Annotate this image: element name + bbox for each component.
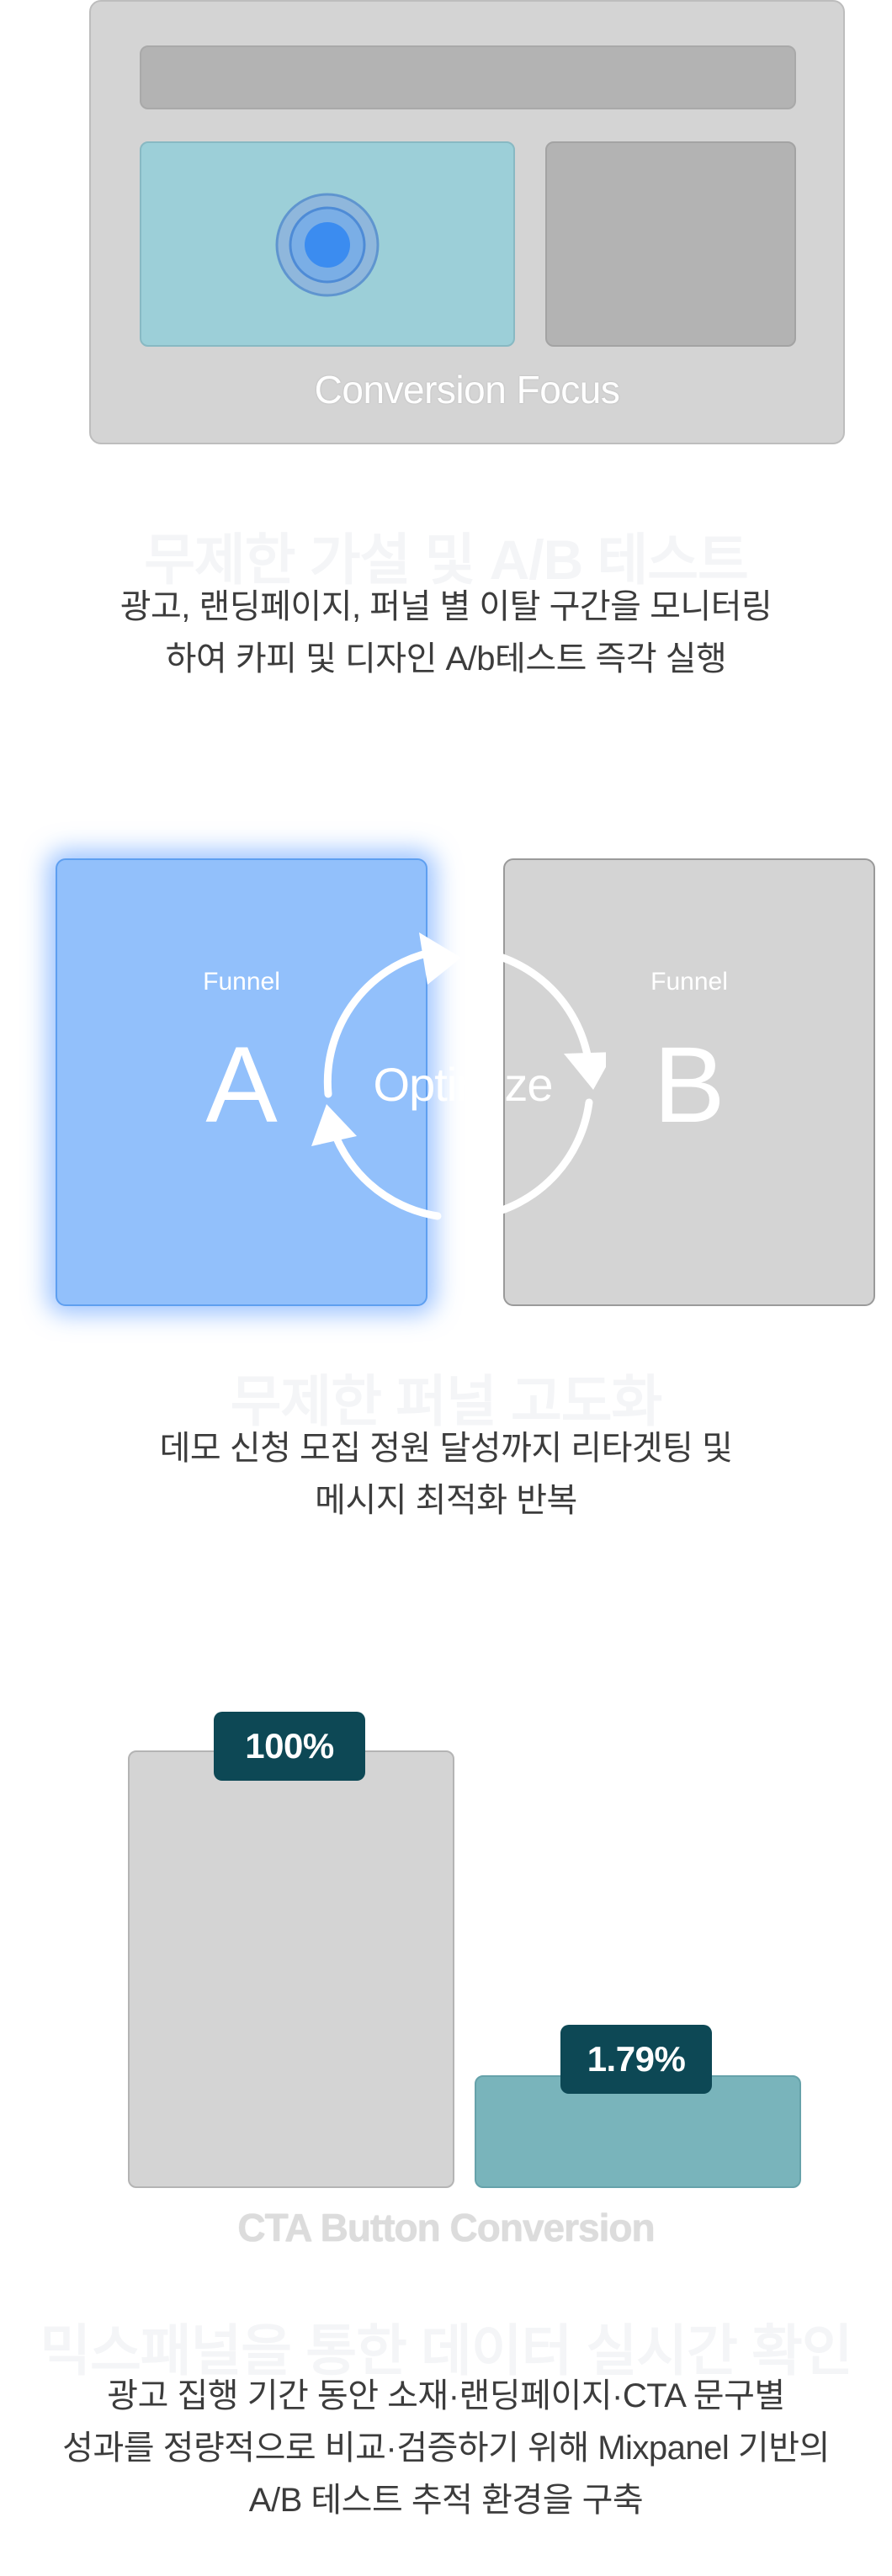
focus-target-icon	[275, 193, 380, 297]
badge-cta-percent: 1.79%	[560, 2025, 712, 2094]
funnel-b-letter: B	[653, 1025, 725, 1145]
wireframe-side-block	[545, 141, 796, 347]
funnel-a-card	[56, 858, 427, 1306]
section-desc-line: 광고 집행 기간 동안 소재·랜딩페이지·CTA 문구별	[107, 2377, 785, 2414]
section-heading-funnel: 무제한 퍼널 고도화	[230, 1370, 662, 1432]
badge-100-percent: 100%	[214, 1712, 365, 1781]
section-desc-line: 하여 카피 및 디자인 A/b테스트 즉각 실행	[165, 640, 727, 677]
conversion-bar-cta	[475, 2075, 801, 2188]
conversion-bar-baseline	[128, 1750, 454, 2188]
section-heading-ab-test: 무제한 가설 및 A/B 테스트	[144, 528, 749, 591]
section-desc-line: 데모 신청 모집 정원 달성까지 리타겟팅 및	[159, 1430, 733, 1467]
wireframe-header-bar	[140, 45, 796, 109]
section-desc-line: 광고, 랜딩페이지, 퍼널 별 이탈 구간을 모니터링	[119, 588, 773, 625]
optimize-label: Optimize	[373, 1058, 554, 1111]
section-desc-line: 메시지 최적화 반복	[315, 1482, 577, 1519]
funnel-a-letter: A	[205, 1025, 278, 1145]
section-desc-line: 성과를 정량적으로 비교·검증하기 위해 Mixpanel 기반의	[62, 2430, 830, 2467]
bars-caption: CTA Button Conversion	[237, 2206, 655, 2249]
wireframe-caption: Conversion Focus	[314, 368, 620, 412]
funnel-a-label: Funnel	[203, 968, 280, 996]
funnel-b-label: Funnel	[650, 968, 728, 996]
funnel-b-card	[503, 858, 875, 1306]
section-desc-line: A/B 테스트 추적 환경을 구축	[248, 2482, 644, 2519]
cycle-arrows-icon	[311, 932, 606, 1220]
section-heading-mixpanel: 믹스패널을 통한 데이터 실시간 확인	[40, 2319, 852, 2382]
